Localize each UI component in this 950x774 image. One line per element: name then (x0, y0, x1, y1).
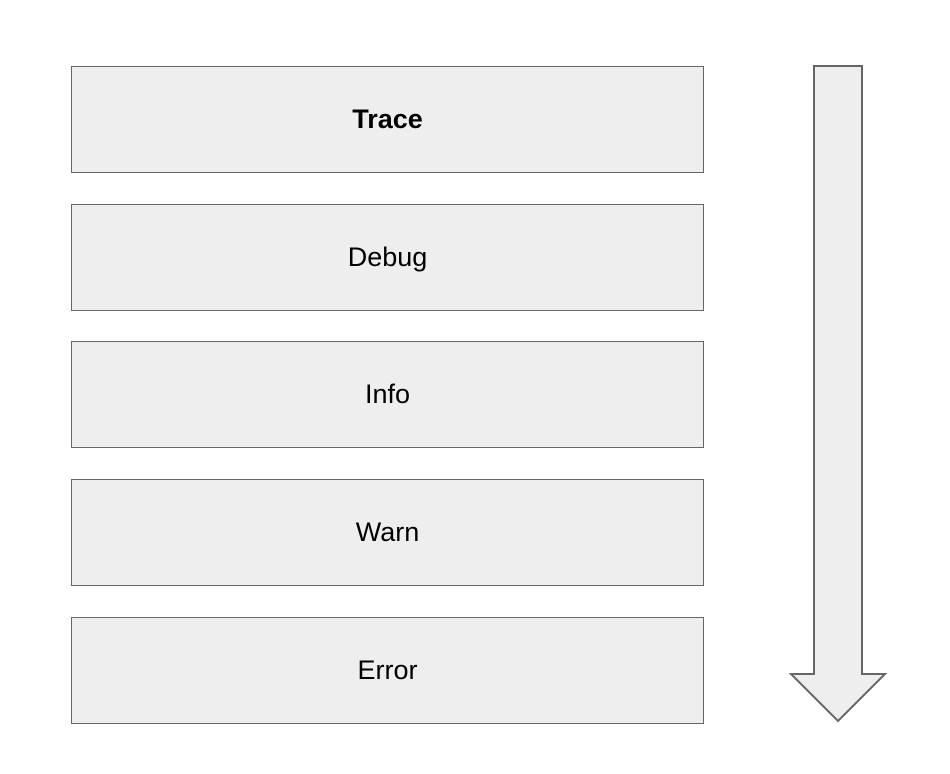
level-label-info: Info (364, 379, 411, 409)
level-box-error: Error (71, 617, 704, 724)
level-label-debug: Debug (347, 242, 428, 272)
level-box-trace: Trace (71, 66, 704, 173)
level-label-error: Error (357, 655, 418, 685)
down-arrow-icon (788, 65, 888, 723)
level-label-warn: Warn (355, 517, 420, 547)
level-box-debug: Debug (71, 204, 704, 311)
level-label-trace: Trace (352, 104, 423, 134)
level-box-warn: Warn (71, 479, 704, 586)
level-box-info: Info (71, 341, 704, 448)
